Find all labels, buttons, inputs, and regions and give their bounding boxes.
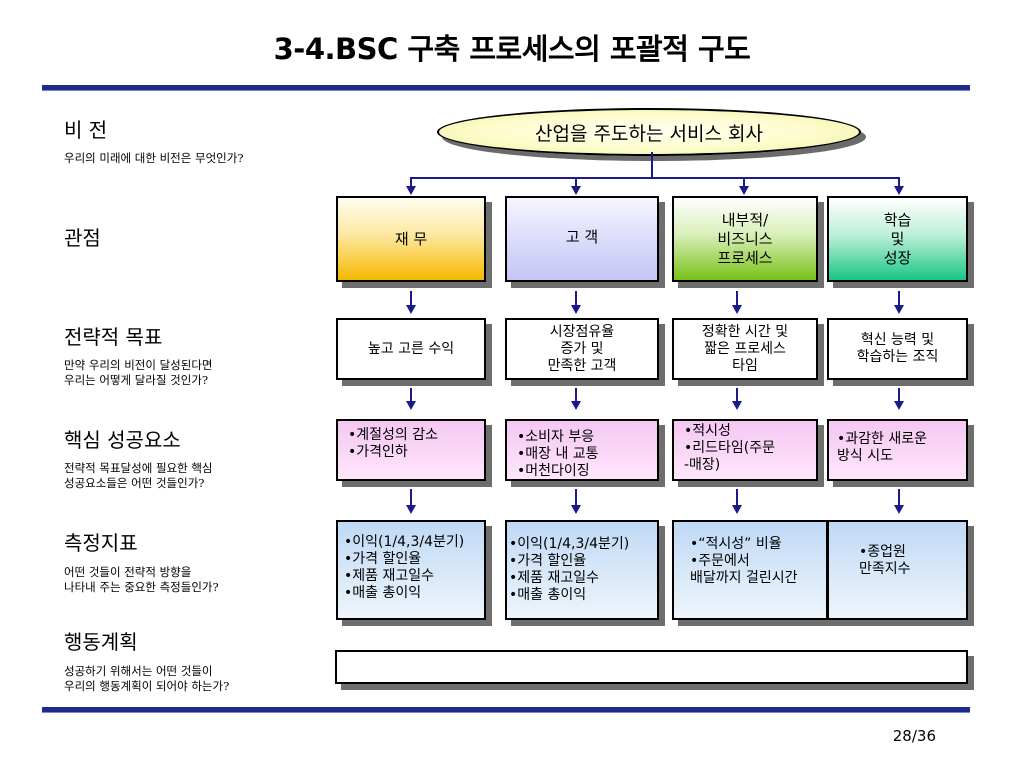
connector-drop	[575, 177, 577, 187]
arrow-down-icon	[739, 186, 749, 195]
connector-drop	[743, 177, 745, 187]
action-plan-box	[335, 650, 968, 684]
connector-drop	[575, 388, 577, 402]
arrow-down-icon	[732, 305, 742, 314]
perspective-internal-process: 내부적/ 비즈니스 프로세스	[672, 196, 818, 282]
connector-drop	[736, 489, 738, 506]
arrow-down-icon	[571, 186, 581, 195]
goal-learning-growth: 혁신 능력 및 학습하는 조직	[827, 318, 968, 380]
top-divider	[42, 85, 970, 91]
csf-learning-growth: •과감한 새로운 방식 시도	[827, 419, 968, 481]
csf-finance: •계절성의 감소 •가격인하	[336, 419, 486, 481]
perspective-label: 학습 및 성장	[883, 210, 912, 267]
csf-customer: •소비자 부응 •매장 내 교통 •머천다이징	[505, 419, 659, 481]
row-desc-strategic-goal: 만약 우리의 비전이 달성된다면 우리는 어떻게 달라질 것인가?	[64, 358, 213, 387]
row-desc-action-plan: 성공하기 위해서는 어떤 것들이 우리의 행동계획이 되어야 하는가?	[64, 664, 230, 693]
goal-internal-process: 정확한 시간 및 짧은 프로세스 타임	[672, 318, 818, 380]
row-title-kpi: 측정지표	[64, 531, 138, 555]
row-desc-csf: 전략적 목표달성에 필요한 핵심 성공요소들은 어떤 것들인가?	[64, 461, 213, 490]
kpi-internal-process: •“적시성” 비율 •주문에서 배달까지 걸린시간	[672, 520, 828, 620]
arrow-down-icon	[894, 186, 904, 195]
goal-finance: 높고 고른 수익	[336, 318, 486, 380]
perspective-label: 재 무	[394, 229, 428, 248]
arrow-down-icon	[571, 305, 581, 314]
connector-drop	[575, 291, 577, 306]
row-title-action-plan: 행동계획	[64, 630, 138, 654]
arrow-down-icon	[732, 505, 742, 514]
arrow-down-icon	[732, 401, 742, 410]
arrow-down-icon	[406, 186, 416, 195]
row-title-perspective: 관점	[64, 226, 101, 250]
arrow-down-icon	[894, 401, 904, 410]
arrow-down-icon	[571, 401, 581, 410]
connector-drop	[410, 388, 412, 402]
connector-drop	[410, 291, 412, 306]
connector-drop	[410, 177, 412, 187]
bottom-divider	[42, 707, 970, 713]
kpi-customer: •이익(1/4,3/4분기) •가격 할인율 •제품 재고일수 •매출 총이익	[505, 520, 659, 620]
connector-drop	[898, 388, 900, 402]
perspective-finance: 재 무	[336, 196, 486, 282]
perspective-label: 내부적/ 비즈니스 프로세스	[717, 210, 773, 267]
arrow-down-icon	[406, 401, 416, 410]
vision-connector-vertical	[651, 152, 653, 178]
vision-text: 산업을 주도하는 서비스 회사	[535, 122, 763, 145]
page-title: 3-4.BSC 구축 프로세스의 포괄적 구도	[273, 32, 751, 66]
goal-customer: 시장점유율 증가 및 만족한 고객	[505, 318, 659, 380]
connector-drop	[898, 489, 900, 506]
arrow-down-icon	[894, 305, 904, 314]
page-number: 28/36	[892, 727, 936, 745]
vision-ellipse: 산업을 주도하는 서비스 회사	[437, 108, 861, 156]
perspective-label: 고 객	[565, 228, 599, 246]
vision-connector-horizontal	[410, 177, 900, 179]
row-title-csf: 핵심 성공요소	[64, 428, 181, 452]
perspective-learning-growth: 학습 및 성장	[827, 196, 968, 282]
csf-internal-process: •적시성 •리드타임(주문 -매장)	[672, 419, 818, 481]
row-title-strategic-goal: 전략적 목표	[64, 325, 163, 349]
row-desc-kpi: 어떤 것들이 전략적 방향을 나타내 주는 중요한 측정들인가?	[64, 565, 219, 594]
arrow-down-icon	[406, 305, 416, 314]
connector-drop	[410, 489, 412, 506]
connector-drop	[898, 177, 900, 187]
kpi-finance: •이익(1/4,3/4분기) •가격 할인율 •제품 재고일수 •매출 총이익	[336, 520, 486, 620]
row-desc-vision: 우리의 미래에 대한 비전은 무엇인가?	[64, 151, 244, 165]
kpi-learning-growth: •종업원 만족지수	[827, 520, 968, 620]
row-title-vision: 비 전	[64, 118, 108, 142]
connector-drop	[736, 291, 738, 306]
connector-drop	[736, 388, 738, 402]
perspective-customer: 고 객	[505, 196, 659, 282]
arrow-down-icon	[571, 505, 581, 514]
arrow-down-icon	[406, 505, 416, 514]
connector-drop	[898, 291, 900, 306]
connector-drop	[575, 489, 577, 506]
arrow-down-icon	[894, 505, 904, 514]
